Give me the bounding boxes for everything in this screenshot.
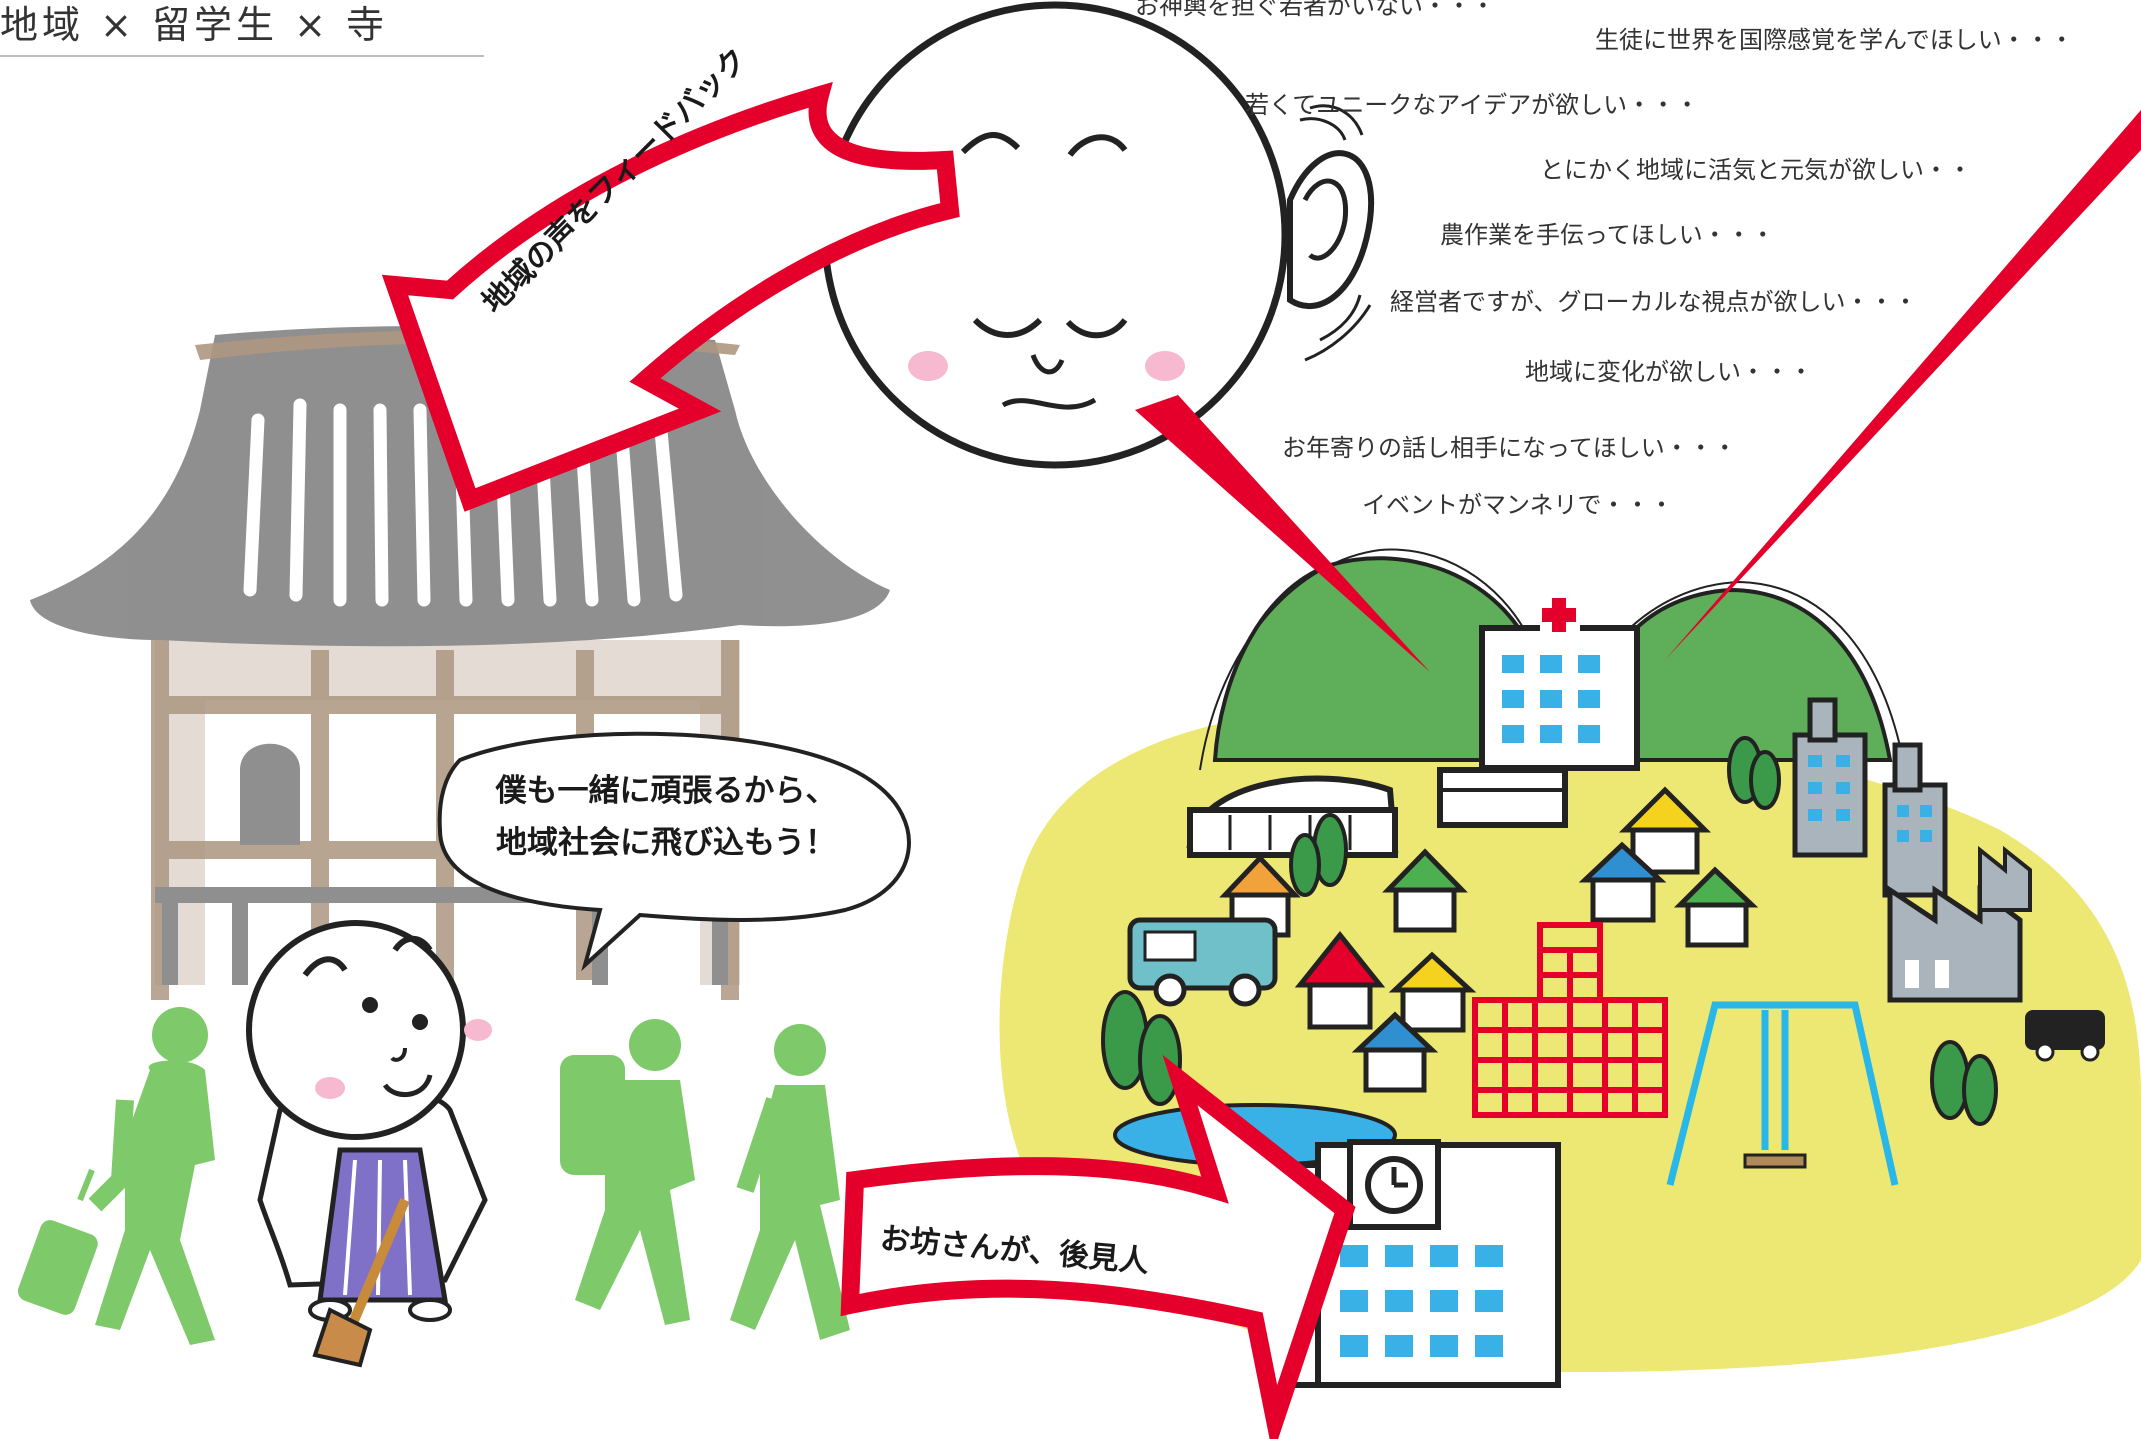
houses [1219,786,1759,1093]
speech-line-1: 僕も一緒に頑張るから、 [495,773,837,809]
travelers [17,1007,850,1345]
speech-line-2: 地域社会に飛び込もう！ [495,825,837,861]
voice-2: 生徒に世界を国際感覚を学んでほしい・・・ [1595,26,2074,54]
title-underline [0,55,484,57]
swing [1666,1001,1899,1186]
traveler-backpack [560,1019,695,1325]
factory [1887,845,2032,1003]
young-monk [246,920,492,1368]
elder-monk [821,1,1375,469]
traveler-suitcase [17,1007,215,1345]
pointer-from-elder [1135,395,1430,672]
truck [2025,1010,2105,1062]
speech-bubble-shape [437,731,911,972]
trees [1101,736,1998,1126]
voice-6: 経営者ですが、グローカルな視点が欲しい・・・ [1390,288,1918,316]
low-building [1437,767,1568,828]
office-towers [1792,697,1948,898]
voice-9: イベントがマンネリで・・・ [1362,491,1674,519]
feedback-arrow [381,81,960,512]
mentor-arrow [840,1054,1356,1439]
pointer-from-voices [1665,110,2141,660]
voice-5: 農作業を手伝ってほしい・・・ [1440,221,1775,249]
voice-1: お神輿を担ぐ若者がいない・・・ [1135,0,1495,20]
page-title: 地域 × 留学生 × 寺 [0,3,388,47]
traveler-walking [730,1024,850,1340]
voice-4: とにかく地域に活気と元気が欲しい・・ [1540,156,1972,184]
jungle-gym [1472,922,1668,1118]
car [1127,917,1278,1007]
voice-8: お年寄りの話し相手になってほしい・・・ [1282,434,1737,462]
speech-bubble-text: 僕も一緒に頑張るから、 地域社会に飛び込もう！ [476,765,856,869]
hospital-building [1479,595,1640,771]
voice-3: 若くてユニークなアイデアが欲しい・・・ [1245,91,1700,119]
voice-7: 地域に変化が欲しい・・・ [1525,358,1813,386]
